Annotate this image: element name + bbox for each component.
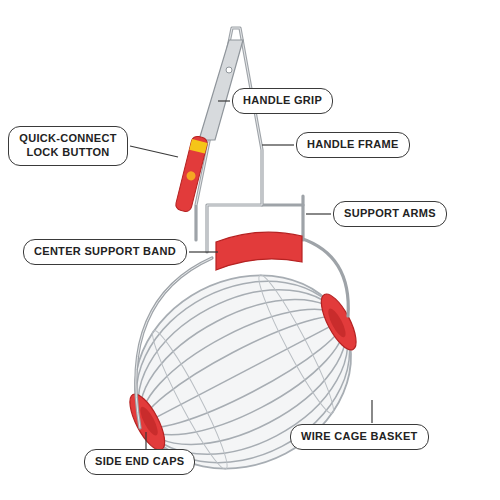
callout-box: QUICK-CONNECT LOCK BUTTON [8, 126, 128, 166]
part-label: QUICK-CONNECT LOCK BUTTON [19, 132, 117, 160]
callout-box: HANDLE FRAME [296, 132, 410, 158]
part-label: HANDLE FRAME [307, 138, 399, 152]
part-label: HANDLE GRIP [243, 94, 322, 108]
part-label: CENTER SUPPORT BAND [34, 245, 176, 259]
callout-box: WIRE CAGE BASKET [290, 424, 429, 450]
part-label: WIRE CAGE BASKET [301, 430, 418, 444]
part-label: SIDE END CAPS [95, 455, 184, 469]
wire-cage [95, 235, 391, 500]
frame-wire [136, 28, 348, 428]
support-band [216, 232, 302, 270]
callout-box: HANDLE GRIP [232, 88, 333, 114]
callout-box: CENTER SUPPORT BAND [23, 239, 187, 265]
callout-box: SUPPORT ARMS [333, 201, 447, 227]
handle-body [175, 135, 209, 213]
part-label: SUPPORT ARMS [344, 207, 436, 221]
grip-hole [226, 67, 232, 73]
callout-box: SIDE END CAPS [84, 449, 195, 475]
